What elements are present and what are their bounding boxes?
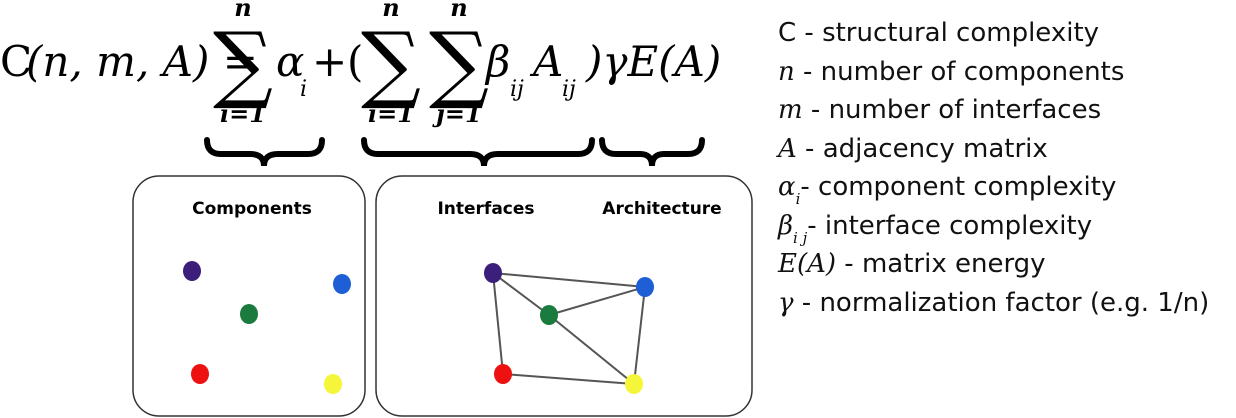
open-paren: (: [347, 37, 363, 86]
sum-1-sigma: ∑: [213, 14, 273, 112]
legend-symbol: A: [778, 133, 797, 164]
sum-2-lower: i=1: [368, 99, 414, 128]
formula-c: C: [0, 37, 32, 86]
legend-symbol: γ: [778, 287, 794, 318]
brace-architecture: [599, 137, 705, 167]
network-node-blue: [636, 277, 654, 297]
beta-subscript: ij: [510, 77, 524, 102]
a-subscript: ij: [562, 77, 576, 102]
legend-description: - number of interfaces: [802, 95, 1102, 125]
legend-symbol: n: [778, 56, 795, 87]
legend-row: βi j- interface complexity: [778, 207, 1234, 247]
legend-row: E(A) - matrix energy: [778, 245, 1234, 284]
network-node-yellow: [625, 374, 643, 394]
sum-3-sigma: ∑: [429, 14, 489, 112]
components-panel: Components: [132, 175, 366, 417]
network-edges: [492, 272, 646, 385]
network-node-green: [540, 305, 558, 325]
a-symbol: A: [529, 37, 563, 86]
edge-purple-blue: [492, 272, 646, 288]
legend-symbol: β: [778, 210, 794, 241]
legend-row: C - structural complexity: [778, 14, 1234, 53]
legend-symbol: E(A): [778, 249, 837, 279]
legend-row: n - number of components: [778, 53, 1234, 92]
legend-symbol: C: [778, 18, 797, 48]
curly-braces: [204, 137, 705, 167]
network-node-purple: [484, 263, 502, 283]
legend-description: - matrix energy: [836, 249, 1046, 279]
component-node-red: [191, 364, 209, 384]
brace-components: [204, 137, 325, 167]
edge-red-yellow: [502, 373, 635, 385]
edge-purple-green: [492, 272, 550, 316]
beta-symbol: β: [484, 37, 510, 86]
legend-description: - adjacency matrix: [796, 133, 1048, 164]
legend-description: - normalization factor (e.g. 1/n): [793, 287, 1210, 318]
brace-interfaces: [361, 137, 595, 167]
component-node-purple: [183, 261, 201, 281]
component-node-blue: [333, 274, 351, 294]
sum-1-lower: i=1: [220, 99, 266, 128]
sum-2-sigma: ∑: [361, 14, 421, 112]
legend-description: - interface complexity: [807, 210, 1093, 241]
edge-purple-red: [492, 272, 504, 375]
sum-2-upper: n: [382, 0, 399, 22]
legend-description: - structural complexity: [796, 18, 1100, 48]
legend-description: - number of components: [794, 56, 1125, 87]
components-nodes: [183, 261, 351, 394]
edge-green-blue: [548, 286, 646, 316]
component-node-green: [240, 304, 258, 324]
legend-description: - component complexity: [800, 172, 1117, 202]
interfaces-box: [375, 175, 753, 417]
legend-row: A - adjacency matrix: [778, 130, 1234, 169]
sum-1-upper: n: [234, 0, 251, 22]
component-node-yellow: [324, 374, 342, 394]
legend-row: γ - normalization factor (e.g. 1/n): [778, 284, 1234, 323]
alpha-subscript: i: [300, 77, 307, 102]
legend-subscript: i: [795, 190, 801, 208]
legend-row: αi- component complexity: [778, 168, 1234, 208]
interfaces-title: Interfaces: [437, 199, 534, 219]
components-box: [132, 175, 366, 417]
formula-lhs-args: (n, m, A) =: [26, 37, 258, 86]
legend-subscript: i j: [793, 228, 808, 247]
plus-sign: +: [312, 37, 347, 86]
interfaces-panel: Interfaces Architecture: [375, 175, 753, 417]
sum-3-upper: n: [450, 0, 467, 22]
legend-symbol: α: [778, 172, 796, 202]
network-nodes: [484, 263, 654, 394]
legend-symbol: m: [778, 95, 803, 125]
formula-tail: )γE(A): [585, 37, 721, 86]
edge-blue-yellow: [633, 286, 646, 385]
sum-3-lower: j=1: [432, 99, 482, 128]
architecture-title: Architecture: [602, 199, 721, 219]
legend-row: m - number of interfaces: [778, 91, 1234, 130]
edge-green-yellow: [548, 314, 635, 385]
network-node-red: [494, 364, 512, 384]
alpha-symbol: α: [276, 37, 304, 86]
components-title: Components: [192, 199, 312, 219]
formula: C (n, m, A) = n ∑ i=1 α i + ( n ∑ i=1 n …: [0, 0, 721, 128]
